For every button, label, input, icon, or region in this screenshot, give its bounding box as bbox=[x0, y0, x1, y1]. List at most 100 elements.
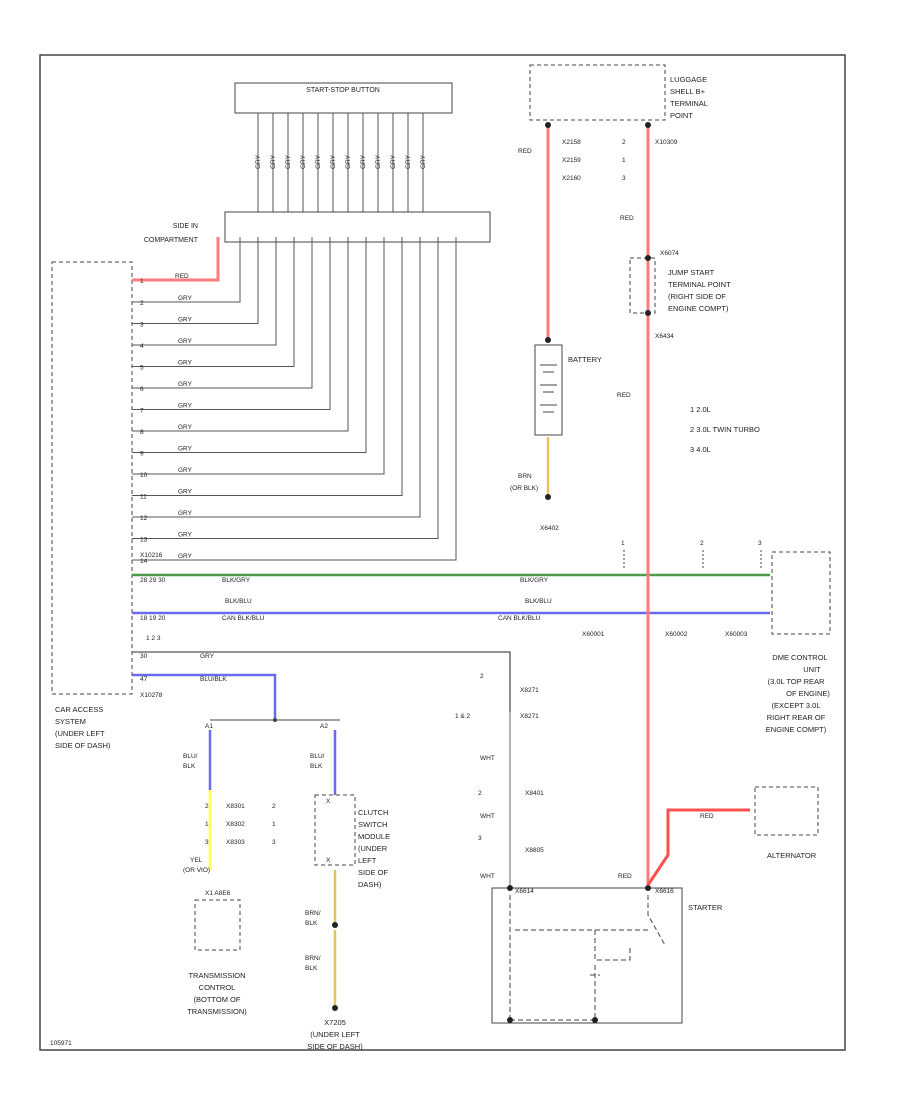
mid-splice-2: X8271 bbox=[520, 713, 539, 720]
car-access-pin-number: 7 bbox=[140, 408, 144, 415]
gray-wire-label: GRY bbox=[178, 403, 193, 410]
brn-blk-1b: BLK bbox=[305, 920, 318, 927]
lug-conn-3: X2160 bbox=[562, 175, 581, 182]
battery-label: BATTERY bbox=[568, 355, 602, 364]
starter-node-left bbox=[507, 885, 513, 891]
trans-num-b: 1 bbox=[272, 821, 276, 828]
car-access-pin-number: 4 bbox=[140, 343, 144, 350]
wht-label-1: WHT bbox=[480, 755, 495, 762]
trans-conn-3: X8303 bbox=[226, 839, 245, 846]
red-label-3: RED bbox=[617, 392, 631, 399]
button-pin-wire-label: GRY bbox=[270, 154, 277, 169]
dme-conn-2: X60002 bbox=[665, 631, 688, 638]
car-access-pin-number: 5 bbox=[140, 365, 144, 372]
lug-node-right bbox=[645, 122, 651, 128]
battery-box bbox=[534, 344, 563, 436]
button-pin-wire-label: GRY bbox=[360, 154, 367, 169]
starter-gnd-left bbox=[507, 1017, 513, 1023]
car-access-pin-number: 8 bbox=[140, 429, 144, 436]
ground-label-2: (UNDER LEFT bbox=[310, 1030, 360, 1039]
dme-col-marker-1: 1 bbox=[621, 540, 625, 547]
button-pin-wire-label: GRY bbox=[405, 154, 412, 169]
dme-label-6: RIGHT REAR OF bbox=[767, 713, 826, 722]
brn-blk-2b: BLK bbox=[305, 965, 318, 972]
button-pin-wire-label: GRY bbox=[345, 154, 352, 169]
blu-blk-left-2: BLK bbox=[183, 763, 196, 770]
battery-ground-node bbox=[545, 494, 551, 500]
clutch-label-4: (UNDER bbox=[358, 844, 388, 853]
gray-wire-label: GRY bbox=[178, 510, 193, 517]
can-low-label-left: BLK/BLU bbox=[225, 598, 252, 605]
clutch-label-3: MODULE bbox=[358, 832, 390, 841]
gry-lower-label: GRY bbox=[200, 653, 215, 660]
button-pin-wire-label: GRY bbox=[390, 154, 397, 169]
can-high-label-mid: BLK/GRY bbox=[520, 577, 549, 584]
footer-code: 105971 bbox=[50, 1040, 72, 1047]
clutch-label-5: LEFT bbox=[358, 856, 377, 865]
dme-control-unit-box bbox=[771, 551, 831, 635]
alternator-label: ALTERNATOR bbox=[767, 851, 817, 860]
gray-wire bbox=[132, 237, 295, 367]
mid-splice-4: X8805 bbox=[525, 847, 544, 854]
mid-code-3: 3 bbox=[478, 835, 482, 842]
car-access-pin-number: 14 bbox=[140, 558, 148, 565]
brn-blk-node bbox=[332, 922, 338, 928]
gray-wire-label: GRY bbox=[178, 446, 193, 453]
lug-node-left bbox=[545, 122, 551, 128]
mid-code-1: 1 & 2 bbox=[455, 713, 471, 720]
gray-wire bbox=[132, 237, 403, 496]
dme-label-5: (EXCEPT 3.0L bbox=[771, 701, 820, 710]
gray-wire-label: GRY bbox=[178, 489, 193, 496]
gray-wire-label: GRY bbox=[178, 381, 193, 388]
gray-wire-label: GRY bbox=[178, 553, 193, 560]
mid-splice-3: X8401 bbox=[525, 790, 544, 797]
trans-num-a: 2 bbox=[272, 803, 276, 810]
button-pin-wire-label: GRY bbox=[315, 154, 322, 169]
ground-label-3: SIDE OF DASH) bbox=[307, 1042, 363, 1051]
start-stop-button-label: START-STOP BUTTON bbox=[306, 87, 380, 94]
clutch-label-7: DASH) bbox=[358, 880, 382, 889]
jump-node-top bbox=[645, 255, 651, 261]
button-pin-wire-label: GRY bbox=[420, 154, 427, 169]
ground-label-1: X7205 bbox=[324, 1018, 346, 1027]
starter-conn-2: X6616 bbox=[655, 888, 674, 895]
gray-wire bbox=[132, 237, 457, 561]
gray-wire bbox=[132, 237, 259, 324]
blu-blk-right-2: BLK bbox=[310, 763, 323, 770]
side-compartment-label-2: COMPARTMENT bbox=[144, 237, 199, 244]
lug-num-3: 3 bbox=[622, 175, 626, 182]
gray-wire bbox=[132, 237, 313, 389]
gray-wire-label: GRY bbox=[178, 338, 193, 345]
wht-label-2: WHT bbox=[480, 813, 495, 820]
alternator-box bbox=[754, 786, 819, 836]
dme-label-4: OF ENGINE) bbox=[786, 689, 830, 698]
gray-wire bbox=[132, 237, 349, 432]
can-low-label-mid: BLK/BLU bbox=[525, 598, 552, 605]
car-access-pin-number: 2 bbox=[140, 300, 144, 307]
button-pin-wire-label: GRY bbox=[330, 154, 337, 169]
button-pin-wire-label: GRY bbox=[300, 154, 307, 169]
can-pin-a: 28 29 30 bbox=[140, 577, 166, 584]
blu-lower-label: BLU/BLK bbox=[200, 676, 227, 683]
yel-label-1: YEL bbox=[190, 857, 203, 864]
can-low-label2-left: CAN BLK/BLU bbox=[222, 615, 265, 622]
alt-wire-label: RED bbox=[700, 813, 714, 820]
mid-splice-1: X8271 bbox=[520, 687, 539, 694]
side-compartment-connector bbox=[224, 211, 491, 243]
button-pin-wire-label: GRY bbox=[255, 154, 262, 169]
red-label-4: RED bbox=[618, 873, 632, 880]
split-a: A1 bbox=[205, 723, 213, 730]
clutch-label-2: SWITCH bbox=[358, 820, 388, 829]
dme-conn-1: X60001 bbox=[582, 631, 605, 638]
red-pin-1: 1 bbox=[140, 278, 144, 285]
blu-blk-left-1: BLU/ bbox=[183, 753, 198, 760]
jump-conn: X6074 bbox=[660, 250, 679, 257]
trans-conn-2: X8302 bbox=[226, 821, 245, 828]
battery-ground-code: X6402 bbox=[540, 525, 559, 532]
clutch-label-1: CLUTCH bbox=[358, 808, 388, 817]
brn-blk-2a: BRN/ bbox=[305, 955, 321, 962]
dme-label-2: UNIT bbox=[803, 665, 821, 674]
can-pin-c: 1 2 3 bbox=[146, 635, 161, 642]
car-access-pin-number: 3 bbox=[140, 322, 144, 329]
clutch-label-6: SIDE OF bbox=[358, 868, 388, 877]
